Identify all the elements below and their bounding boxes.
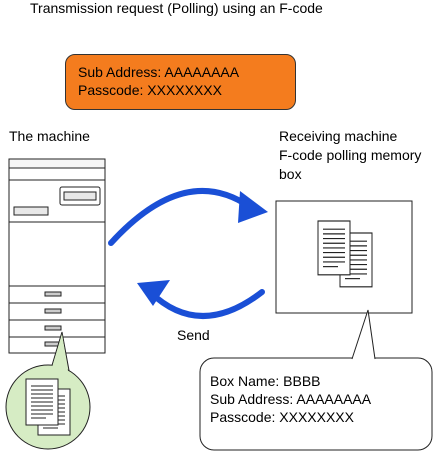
arrow-head-left-icon	[137, 280, 170, 306]
send-label: Send	[177, 327, 210, 343]
arrow-head-right-icon	[238, 191, 268, 223]
receiving-label-line2: F-code polling memory	[279, 147, 422, 163]
memory-box-panel	[275, 200, 413, 314]
box-sub-address: Sub Address: AAAAAAAA	[210, 391, 372, 407]
request-passcode: Passcode: XXXXXXXX	[78, 82, 222, 98]
box-name: Box Name: BBBB	[210, 373, 321, 389]
memory-box-bubble-shape	[199, 309, 433, 451]
machine-label: The machine	[9, 128, 90, 144]
request-sub-address: Sub Address: AAAAAAAA	[78, 64, 240, 80]
polling-arrows	[108, 187, 268, 319]
diagram-title: Transmission request (Polling) using an …	[30, 0, 323, 16]
box-passcode: Passcode: XXXXXXXX	[210, 409, 354, 425]
receiving-machine-label: Receiving machine F-code polling memory …	[279, 127, 421, 184]
receiving-label-line1: Receiving machine	[279, 128, 398, 144]
receiving-label-line3: box	[279, 166, 302, 182]
polling-request-box: Sub Address: AAAAAAAA Passcode: XXXXXXXX	[65, 54, 296, 110]
stored-document-bubble	[5, 331, 91, 450]
copier-machine-icon	[8, 158, 106, 354]
